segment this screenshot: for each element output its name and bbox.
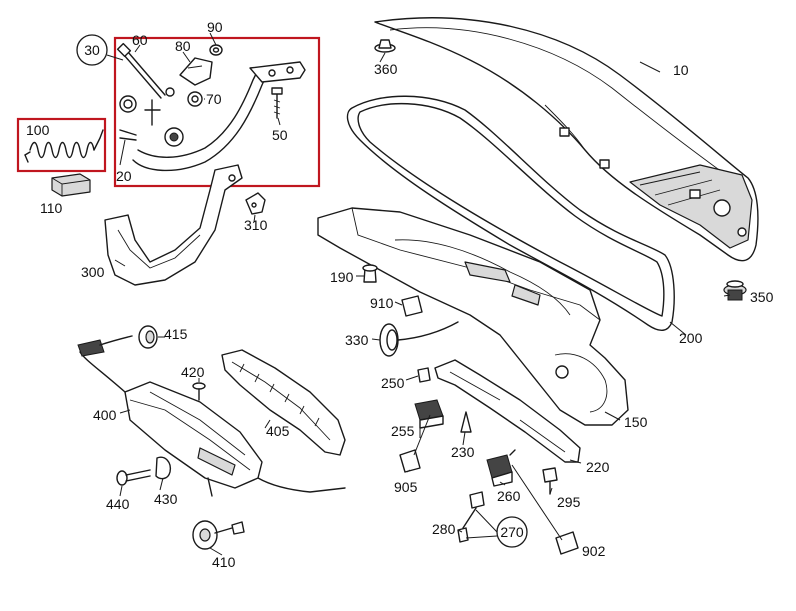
label-295: 295 — [557, 494, 581, 510]
label-250: 250 — [381, 375, 405, 391]
label-415: 415 — [164, 326, 188, 342]
part-295 — [542, 467, 558, 495]
label-255: 255 — [391, 423, 415, 439]
part-910 — [401, 295, 423, 317]
part-trim-panel — [317, 207, 629, 426]
label-310: 310 — [244, 217, 268, 233]
part-nut-350 — [723, 280, 747, 301]
label-405: 405 — [266, 423, 290, 439]
part-430 — [155, 456, 172, 480]
label-260: 260 — [497, 488, 521, 504]
label-100: 100 — [26, 122, 50, 138]
part-bumper-310 — [245, 192, 266, 215]
label-270: 270 — [500, 524, 524, 540]
part-screw-420 — [192, 382, 206, 401]
part-clip-360 — [374, 39, 396, 53]
label-430: 430 — [154, 491, 178, 507]
part-grommet-330 — [379, 321, 459, 357]
label-70: 70 — [206, 91, 222, 107]
label-220: 220 — [586, 459, 610, 475]
part-trunk-lid — [374, 17, 759, 262]
callout-labels: 30 60 80 90 70 50 20 100 110 360 10 350 … — [26, 19, 774, 570]
label-910: 910 — [370, 295, 394, 311]
label-10: 10 — [673, 62, 689, 78]
part-clip-190 — [362, 264, 378, 283]
part-902 — [555, 531, 579, 555]
part-latch-260 — [486, 449, 516, 487]
label-300: 300 — [81, 264, 105, 280]
label-280: 280 — [432, 521, 456, 537]
part-rail-405 — [221, 349, 346, 456]
part-switch-255 — [414, 399, 444, 429]
part-415 — [138, 325, 158, 349]
label-30: 30 — [84, 42, 100, 58]
label-110: 110 — [40, 200, 63, 216]
label-150: 150 — [624, 414, 648, 430]
part-410 — [192, 520, 245, 550]
label-90: 90 — [207, 19, 223, 35]
part-hinge-cover — [104, 164, 243, 286]
label-360: 360 — [374, 61, 398, 77]
label-80: 80 — [175, 38, 191, 54]
label-330: 330 — [345, 332, 369, 348]
ref-circle-30 — [76, 34, 108, 66]
part-905 — [399, 449, 421, 473]
label-902: 902 — [582, 543, 606, 559]
label-410: 410 — [212, 554, 236, 570]
label-440: 440 — [106, 496, 130, 512]
part-module-400 — [77, 335, 346, 497]
highlight-box-spring — [16, 117, 107, 173]
label-50: 50 — [272, 127, 288, 143]
label-190: 190 — [330, 269, 354, 285]
part-230 — [460, 411, 472, 433]
part-clip-250 — [417, 367, 431, 383]
label-400: 400 — [93, 407, 117, 423]
label-350: 350 — [750, 289, 774, 305]
highlight-box-hinge-assembly — [113, 36, 321, 188]
label-905: 905 — [394, 479, 418, 495]
label-230: 230 — [451, 444, 475, 460]
part-280 — [457, 491, 485, 543]
part-block-110 — [51, 173, 91, 197]
part-spring — [24, 129, 104, 163]
label-60: 60 — [132, 32, 148, 48]
part-trunk-seal — [346, 95, 675, 331]
leader-lines — [106, 32, 731, 556]
part-bolt-440 — [116, 469, 151, 486]
label-200: 200 — [679, 330, 703, 346]
label-20: 20 — [116, 168, 132, 184]
part-hinge-assembly — [116, 42, 306, 172]
label-420: 420 — [181, 364, 205, 380]
